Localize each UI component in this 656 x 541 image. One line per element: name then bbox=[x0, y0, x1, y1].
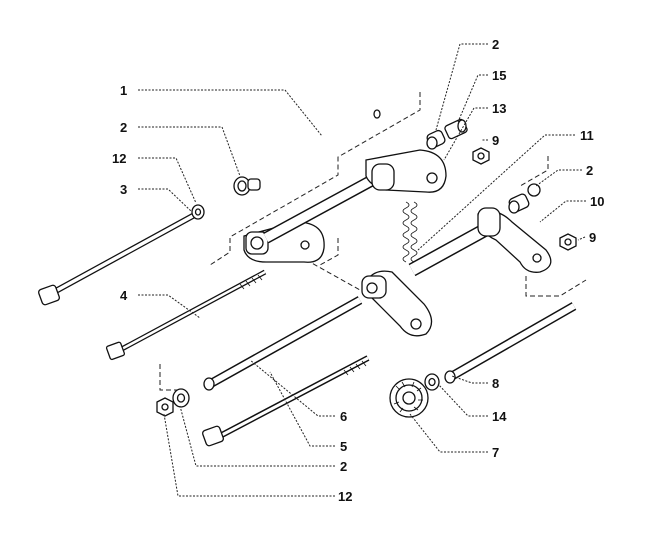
callout-9-top: 9 bbox=[492, 133, 499, 148]
part-7-rubber-bushing bbox=[389, 378, 429, 418]
part-1-long-rod bbox=[241, 109, 381, 187]
part-6-rod bbox=[203, 296, 363, 391]
callout-12-top: 12 bbox=[112, 151, 126, 166]
part-8-rod bbox=[444, 302, 577, 384]
callout-3: 3 bbox=[120, 182, 127, 197]
leader-lines bbox=[138, 43, 586, 497]
callout-4: 4 bbox=[120, 288, 128, 303]
callout-1: 1 bbox=[120, 83, 127, 98]
part-4-stud-bolt bbox=[105, 269, 267, 361]
part-2-top-bushing bbox=[426, 129, 446, 150]
callout-13: 13 bbox=[492, 101, 506, 116]
part-2-bushing-bottom bbox=[172, 388, 190, 408]
callout-12-bottom: 12 bbox=[338, 489, 352, 504]
callout-2-right: 2 bbox=[586, 163, 593, 178]
bracket-top bbox=[365, 149, 447, 193]
part-2-bushing-right bbox=[508, 183, 541, 214]
callout-2-top-left: 2 bbox=[120, 120, 127, 135]
part-2-bushing-mid bbox=[233, 176, 261, 196]
callout-5: 5 bbox=[340, 439, 347, 454]
callout-8: 8 bbox=[492, 376, 499, 391]
part-11-spring bbox=[402, 201, 418, 263]
callout-6: 6 bbox=[340, 409, 347, 424]
part-14-washer bbox=[424, 373, 440, 391]
part-12-nut-bottom bbox=[156, 397, 174, 417]
callout-10: 10 bbox=[590, 194, 604, 209]
bracket-center bbox=[361, 270, 433, 337]
part-9-nut-top bbox=[472, 147, 490, 165]
callout-2-top: 2 bbox=[492, 37, 499, 52]
part-5-long-bolt bbox=[202, 355, 370, 447]
part-10-bracket-right bbox=[408, 207, 552, 277]
callout-2-bottom: 2 bbox=[340, 459, 347, 474]
callout-9-right: 9 bbox=[589, 230, 596, 245]
callout-14: 14 bbox=[492, 409, 507, 424]
part-9-nut-right bbox=[559, 233, 577, 251]
callout-15: 15 bbox=[492, 68, 506, 83]
callout-11: 11 bbox=[580, 128, 594, 143]
part-3-long-bolt bbox=[38, 209, 202, 306]
bracket-left bbox=[243, 170, 383, 263]
part-15-bushing bbox=[444, 118, 468, 140]
part-12-nut-top bbox=[191, 204, 205, 220]
callout-7: 7 bbox=[492, 445, 499, 460]
